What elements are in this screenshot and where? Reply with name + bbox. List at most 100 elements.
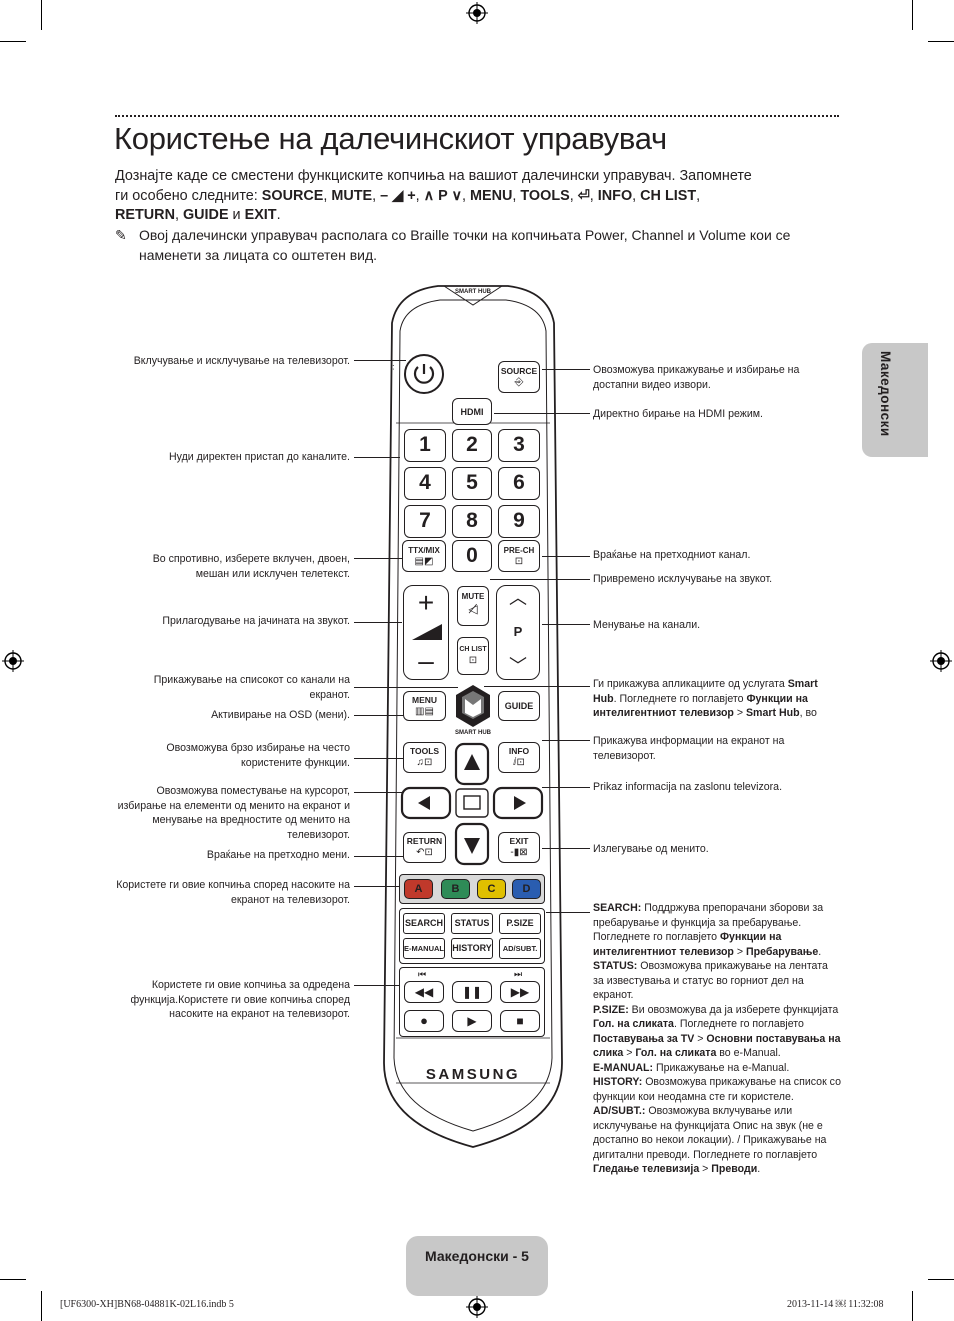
history-desc: HISTORY: Овозможува прикажување на списо… [593,1075,841,1104]
volume-rocker[interactable]: + – [403,585,449,680]
history-button[interactable]: HISTORY [451,938,493,959]
volume-icon [412,624,442,640]
desc-text: . [757,1163,761,1175]
title-rule [115,115,839,117]
stop-button[interactable]: ■ [500,1010,540,1032]
teletext-icon: ▤◩ [414,556,434,567]
rewind-icon: ◀◀ [414,985,434,999]
braille-dots: ⠅ [392,366,397,372]
desc-bold: Преводи [711,1163,758,1175]
leader-line [354,687,458,689]
note-part: кои се наменети за лицата со оштетен вид… [139,227,791,263]
registration-mark-icon [2,650,24,672]
digit-2-button[interactable]: 2 [452,429,492,462]
leader-line [354,715,404,717]
digit-3-button[interactable]: 3 [498,429,540,462]
language-tab: Македонски [862,343,928,457]
digit-7-button[interactable]: 7 [404,505,446,538]
leader-line [354,856,404,858]
exit-icon: -▮⊠ [510,847,528,858]
play-button[interactable]: ▶ [452,1010,492,1032]
color-c-button[interactable]: C [477,879,506,899]
fast-forward-button[interactable]: ▶▶ [500,981,540,1003]
separator: . [276,207,281,223]
digit-0-button[interactable]: 0 [452,540,492,572]
key-source: SOURCE [261,187,324,204]
key-chlist: CH LIST [640,187,697,204]
note-volume: Volume [699,227,746,243]
separator: , [632,187,641,204]
exit-label: EXIT [509,836,529,846]
desc-text: во e-Manual. [716,1047,781,1059]
leader-line [542,848,590,850]
leader-line [484,686,590,688]
smart-hub-label: SMART HUB [455,730,491,736]
direction-pad[interactable] [400,742,544,868]
intro-paragraph: Дознајте каде се сместени функциските ко… [115,167,815,226]
channel-rocker[interactable]: ︿ P ﹀ [496,585,540,680]
source-button[interactable]: SOURCE ⎆ [498,361,540,393]
note-text: Овој далечински управувач располага со B… [139,226,829,265]
desc-bold: Гол. на сликата [635,1047,717,1059]
key-mute: MUTE [331,187,373,204]
guide-button[interactable]: GUIDE [498,691,540,721]
leader-line [354,622,402,624]
p-size-button[interactable]: P.SIZE [499,913,541,934]
ad-subt-button[interactable]: AD/SUBT. [499,938,541,959]
status-desc: STATUS: Овозможува прикажување на лентат… [593,959,841,1003]
separator: , [174,207,183,223]
rewind-button[interactable]: ◀◀ [404,981,444,1003]
e-manual-button[interactable]: E-MANUAL [403,938,445,959]
info-button[interactable]: INFO ⅈ⊡ [498,742,540,773]
label-media-buttons: Користете ги овие копчиња за одредена фу… [130,979,350,1020]
color-b-button[interactable]: B [441,879,470,899]
record-button[interactable]: ● [404,1010,444,1032]
digit-9-button[interactable]: 9 [498,505,540,538]
note-part: , [623,227,632,243]
return-button[interactable]: RETURN ↶⊡ [403,832,446,863]
smart-hub-button[interactable] [453,683,493,729]
tools-label: TOOLS [409,746,440,756]
left-arrow-icon [418,796,430,810]
source-icon: ⎆ [514,376,524,388]
search-desc: SEARCH: Поддржува препорачани зборови за… [593,901,841,959]
hdmi-button[interactable]: HDMI [452,398,492,425]
desc-text: Прикажување на e-Manual. [653,1061,790,1074]
key-exit: EXIT [244,207,277,223]
ch-list-button[interactable]: CH LIST ⊡ [457,637,489,675]
info-icon: ⅈ⊡ [513,757,525,768]
prech-icon: ⊡ [514,556,524,567]
pre-ch-button[interactable]: PRE-CH ⊡ [498,540,540,572]
emanual-key: E-MANUAL: [593,1061,654,1074]
leader-line [354,360,406,362]
exit-button[interactable]: EXIT -▮⊠ [498,832,540,863]
desc-text: . [818,945,822,958]
menu-button[interactable]: MENU ▥▤ [403,691,446,721]
psize-key: P.SIZE: [593,1003,629,1016]
color-d-button[interactable]: D [512,879,541,899]
stop-icon: ■ [516,1014,524,1028]
digit-5-button[interactable]: 5 [452,467,492,500]
ttx-mix-button[interactable]: TTX/MIX ▤◩ [402,540,446,572]
status-button[interactable]: STATUS [451,913,493,934]
color-a-button[interactable]: A [404,879,433,899]
digit-6-button[interactable]: 6 [498,467,540,500]
digit-8-button[interactable]: 8 [452,505,492,538]
tools-button[interactable]: TOOLS ♫⊡ [403,742,446,773]
footer-timestamp: 2013-11-14 ￼ 11:32:08 [787,1299,884,1310]
separator: , [462,187,471,204]
leader-line [354,985,400,987]
search-button[interactable]: SEARCH [403,913,445,934]
label-number-pad: Нуди директен пристап до каналите. [168,451,350,463]
pause-button[interactable]: ❚❚ [452,981,492,1003]
samsung-logo: SAMSUNG [425,1066,521,1083]
digit-4-button[interactable]: 4 [404,467,446,500]
mute-button[interactable]: MUTE ◁̸ [457,586,489,626]
power-button[interactable] [404,354,444,394]
digit-1-button[interactable]: 1 [404,429,446,462]
separator: , [323,187,332,204]
info-label: INFO [508,746,530,756]
down-arrow-icon [464,838,480,854]
intro-line: Дознајте каде се сместени функциските ко… [115,168,752,184]
record-icon: ● [420,1013,428,1028]
